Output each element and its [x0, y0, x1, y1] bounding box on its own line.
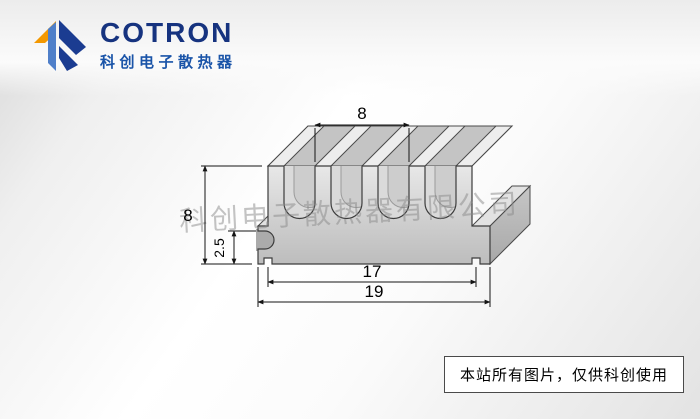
brand-text-block: COTRON 科创电子散热器 [100, 18, 237, 71]
brand-name: COTRON [100, 17, 234, 49]
dimension-overall-width [257, 267, 491, 307]
dim-label-height: 8 [183, 206, 192, 225]
cotron-logo: COTRON 科创电子散热器 [26, 13, 237, 77]
dimension-notch [228, 230, 256, 265]
heatsink-body [256, 125, 532, 266]
dim-label-overall-width: 19 [365, 282, 384, 301]
dimension-labels: 8 8 2.5 17 19 [183, 104, 383, 301]
heatsink-front-face [257, 165, 491, 265]
dimension-height [201, 165, 262, 265]
dimensions [201, 122, 491, 307]
dimension-inner-width [267, 267, 477, 287]
brand-tagline: 科创电子散热器 [100, 53, 237, 71]
cotron-logo-icon [34, 20, 86, 71]
header: COTRON 科创电子散热器 [0, 0, 700, 96]
usage-notice-text: 本站所有图片，仅供科创使用 [459, 367, 668, 384]
usage-notice-box: 本站所有图片，仅供科创使用 [443, 356, 684, 393]
dimension-top-pitch [314, 122, 410, 162]
dim-label-inner-width: 17 [363, 262, 382, 281]
dim-label-top-pitch: 8 [357, 104, 366, 123]
dim-label-notch: 2.5 [211, 238, 227, 258]
